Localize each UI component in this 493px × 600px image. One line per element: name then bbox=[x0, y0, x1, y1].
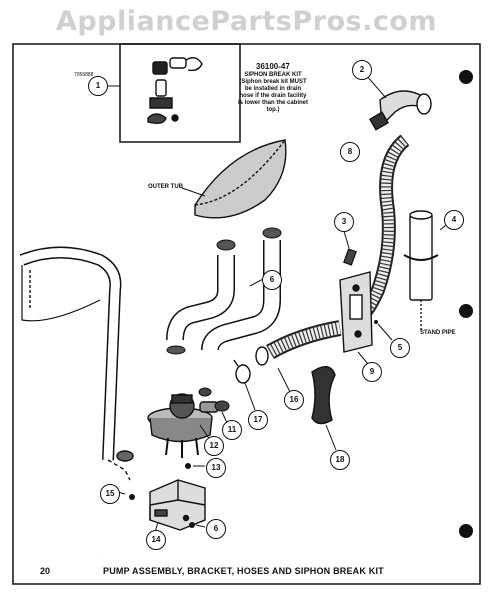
pump-clamps bbox=[198, 387, 230, 412]
binder-hole-bottom bbox=[459, 524, 473, 538]
page-title: PUMP ASSEMBLY, BRACKET, HOSES AND SIPHON… bbox=[103, 566, 384, 576]
page-number: 20 bbox=[40, 566, 51, 576]
page-border bbox=[12, 43, 481, 585]
callout-16[interactable]: 16 bbox=[284, 390, 304, 410]
outer-tub bbox=[194, 139, 287, 219]
callout-14[interactable]: 14 bbox=[146, 530, 166, 550]
callout-6-screw[interactable]: 6 bbox=[206, 519, 226, 539]
leader-5 bbox=[377, 323, 393, 341]
binder-hole-middle bbox=[459, 304, 473, 318]
siphon-break-kit-parts bbox=[147, 57, 203, 125]
clamp-17 bbox=[233, 359, 251, 384]
pump-bracket bbox=[149, 479, 206, 531]
callout-2[interactable]: 2 bbox=[352, 60, 372, 80]
callout-3[interactable]: 3 bbox=[334, 212, 354, 232]
callout-12[interactable]: 12 bbox=[204, 436, 224, 456]
kit-title: 36100-47 bbox=[256, 62, 290, 71]
pad-18 bbox=[311, 366, 336, 425]
callout-5[interactable]: 5 bbox=[390, 338, 410, 358]
kit-box bbox=[119, 43, 241, 143]
screw-5 bbox=[374, 320, 378, 324]
leader-6-lower bbox=[195, 524, 206, 528]
callout-17[interactable]: 17 bbox=[248, 410, 268, 430]
binder-hole-top bbox=[459, 70, 473, 84]
stand-pipe-label: STAND PIPE bbox=[420, 330, 456, 336]
hose-elbow bbox=[368, 90, 432, 131]
frame-rail bbox=[19, 246, 131, 481]
kit-subtitle: SIPHON BREAK KIT (Siphon break kit MUST … bbox=[238, 72, 309, 113]
leader-2 bbox=[365, 74, 387, 99]
corrugated-hose-16 bbox=[255, 320, 342, 366]
screw-6-lower bbox=[189, 522, 195, 528]
callout-11[interactable]: 11 bbox=[222, 420, 242, 440]
callout-13[interactable]: 13 bbox=[206, 458, 226, 478]
callout-8[interactable]: 8 bbox=[340, 142, 360, 162]
hose-s-bend bbox=[166, 240, 281, 351]
callout-15[interactable]: 15 bbox=[100, 484, 120, 504]
leader-17 bbox=[244, 382, 256, 411]
leader-9 bbox=[357, 351, 369, 365]
outer-tub-label: OUTER TUB bbox=[148, 184, 183, 190]
pump-assembly bbox=[116, 393, 219, 462]
leader-16 bbox=[277, 367, 291, 393]
watermark: AppliancePartsPros.com bbox=[55, 6, 438, 37]
kit-ref: 7056888 bbox=[74, 72, 94, 78]
callout-18[interactable]: 18 bbox=[330, 450, 350, 470]
hose-clip bbox=[343, 248, 357, 266]
callout-4[interactable]: 4 bbox=[444, 210, 464, 230]
callout-1[interactable]: 1 bbox=[88, 76, 108, 96]
screw-15 bbox=[129, 494, 135, 500]
callout-9[interactable]: 9 bbox=[362, 362, 382, 382]
screw-13 bbox=[185, 463, 191, 469]
outer-tub-leader bbox=[181, 187, 206, 197]
hose-bracket bbox=[339, 271, 373, 353]
tub-clamps bbox=[216, 227, 282, 251]
callout-6-hose[interactable]: 6 bbox=[262, 270, 282, 290]
stand-pipe bbox=[403, 210, 439, 330]
hose-clamp-lower bbox=[166, 345, 186, 355]
small-stamp: . bbox=[96, 552, 97, 557]
leader-18 bbox=[325, 424, 337, 451]
